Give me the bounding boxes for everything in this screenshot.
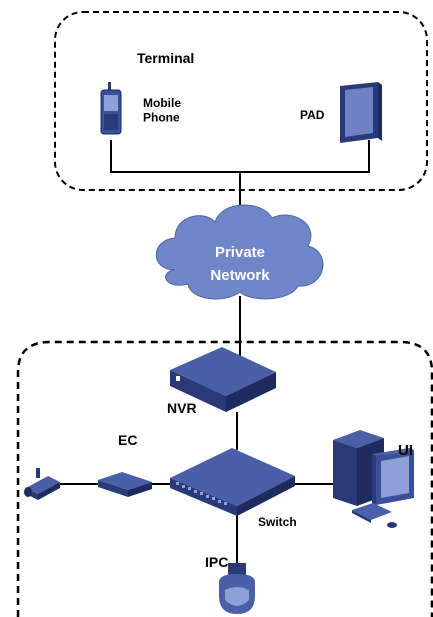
- pad-label: PAD: [300, 108, 325, 122]
- nvr-label: NVR: [167, 400, 197, 416]
- terminal-group-title: Terminal: [137, 50, 194, 66]
- ec-label: EC: [118, 432, 137, 448]
- cloud-label-line1: Private: [215, 244, 265, 261]
- ui-label: UI: [398, 442, 413, 459]
- link-phone-pad: [110, 140, 370, 173]
- pad-icon: [340, 82, 382, 143]
- ipc-dome-camera-icon: [219, 563, 255, 614]
- ipc-label: IPC: [205, 554, 228, 570]
- switch-label: Switch: [258, 515, 297, 529]
- switch-icon: [170, 448, 295, 516]
- ec-encoder-icon: [98, 472, 152, 497]
- mobile-phone-icon: [100, 82, 122, 135]
- nvr-icon: [170, 347, 276, 412]
- private-network-cloud: Private Network: [155, 204, 324, 300]
- cloud-label-line2: Network: [210, 267, 270, 284]
- analog-camera-icon: [24, 468, 60, 500]
- site-group-boundary: [16, 340, 433, 617]
- ui-workstation-icon: [333, 430, 414, 528]
